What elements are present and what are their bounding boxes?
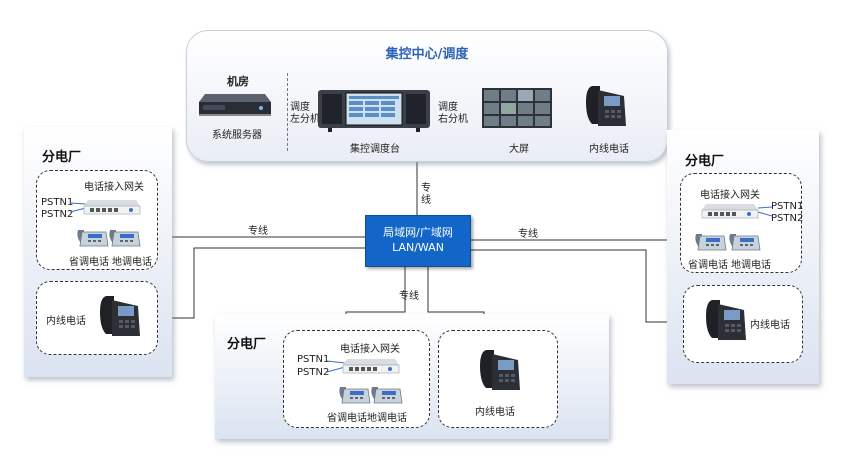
console-icon [318, 90, 430, 132]
bottom-pstn1-label: PSTN1 [297, 354, 330, 365]
right-local-phone-label: 地调电话 [731, 260, 771, 271]
big-screen-icon [482, 88, 552, 128]
link-label-left: 专线 [248, 226, 268, 237]
desk-phone-icon [695, 234, 727, 251]
right-sub-label-1: 调度 [438, 102, 458, 113]
console-label: 集控调度台 [350, 144, 400, 155]
right-internal-phone-label: 内线电话 [750, 320, 790, 331]
server-label: 系统服务器 [212, 130, 262, 141]
left-gateway-box [36, 170, 158, 270]
machine-room-label: 机房 [227, 75, 249, 88]
gateway-icon [69, 200, 141, 215]
ip-phone-icon [480, 350, 520, 390]
bottom-gateway-label: 电话接入网关 [340, 344, 400, 355]
desk-phone-icon [371, 387, 403, 404]
bottom-pstn2-label: PSTN2 [297, 367, 330, 378]
desk-phone-icon [729, 234, 761, 251]
desk-phone-icon [77, 230, 109, 247]
left-local-phone-label: 地调电话 [112, 257, 152, 268]
bottom-gateway-box [283, 330, 430, 428]
link-label-bottom: 专线 [399, 291, 419, 302]
left-gateway-label: 电话接入网关 [84, 182, 144, 193]
right-gateway-box [680, 173, 802, 273]
desk-phone-icon [339, 387, 371, 404]
right-plant-title: 分电厂 [685, 154, 725, 169]
right-gateway-label: 电话接入网关 [700, 190, 760, 201]
ip-phone-icon [100, 296, 140, 336]
left-pstn1-label: PSTN1 [41, 197, 74, 208]
bottom-local-phone-label: 地调电话 [367, 413, 407, 424]
bottom-internal-phone-label: 内线电话 [475, 407, 515, 418]
lan-wan-node: 局域网/广域网 LAN/WAN [365, 215, 471, 267]
right-pstn2-label: PSTN2 [771, 213, 804, 224]
left-sub-label-1: 调度 [290, 102, 310, 113]
left-pstn2-label: PSTN2 [41, 209, 74, 220]
lan-label-en: LAN/WAN [392, 241, 444, 254]
right-pstn1-label: PSTN1 [771, 201, 804, 212]
bottom-prov-phone-label: 省调电话 [327, 413, 367, 424]
left-internal-phone-label: 内线电话 [46, 316, 86, 327]
right-sub-label-2: 右分机 [438, 114, 468, 125]
left-sub-label-2: 左分机 [290, 114, 320, 125]
gateway-icon [326, 359, 400, 374]
desk-phone-icon [109, 230, 141, 247]
lan-label-cn: 局域网/广域网 [383, 226, 453, 239]
screen-label: 大屏 [509, 144, 529, 155]
link-label-right: 专线 [518, 229, 538, 240]
ip-phone-icon [706, 300, 746, 340]
gateway-icon [701, 204, 773, 219]
center-internal-phone-label: 内线电话 [589, 144, 629, 155]
right-prov-phone-label: 省调电话 [688, 260, 728, 271]
bottom-plant-title: 分电厂 [227, 337, 267, 352]
ip-phone-icon [586, 86, 626, 126]
left-prov-phone-label: 省调电话 [69, 257, 109, 268]
divider [287, 73, 288, 151]
server-icon [199, 94, 271, 116]
center-title: 集控中心/调度 [385, 47, 469, 62]
left-plant-title: 分电厂 [42, 150, 82, 165]
link-label-top: 专线 [421, 183, 431, 206]
